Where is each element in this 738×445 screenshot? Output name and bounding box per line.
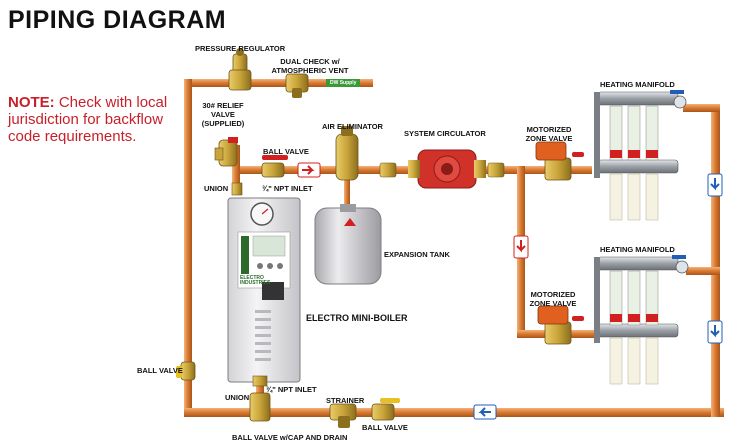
boiler-brand-line1: ELECTRO	[240, 275, 264, 281]
ball-valve-top	[261, 155, 288, 178]
label-motorized-zone-valve-1: MOTORIZED ZONE VALVE	[519, 125, 579, 143]
label-relief-line3: (SUPPLIED)	[201, 119, 245, 128]
union-bottom	[252, 375, 268, 387]
dw-supply-tag	[326, 79, 360, 87]
label-heating-manifold-1: HEATING MANIFOLD	[600, 80, 675, 89]
label-relief-line2: VALVE	[211, 110, 235, 119]
label-heating-manifold-2: HEATING MANIFOLD	[600, 245, 675, 254]
motorized-zone-valve-2	[537, 305, 572, 345]
label-system-circulator: SYSTEM CIRCULATOR	[404, 129, 486, 138]
label-mzv2-line1: MOTORIZED	[530, 290, 576, 299]
label-ball-valve-cap-drain: BALL VALVE w/CAP AND DRAIN	[232, 433, 348, 442]
label-ball-valve-left: BALL VALVE	[137, 366, 183, 375]
circulator-flange-right	[487, 162, 505, 178]
label-dual-check-line1: DUAL CHECK w/	[280, 57, 340, 66]
heating-manifold-1	[594, 90, 687, 221]
motorized-zone-valve-1	[535, 141, 572, 181]
air-eliminator	[335, 126, 359, 181]
label-union-top: UNION	[204, 184, 229, 193]
label-air-eliminator: AIR ELIMINATOR	[322, 122, 383, 131]
label-dual-check-line2: ATMOSPHERIC VENT	[271, 66, 349, 75]
label-mzv1-line2: ZONE VALVE	[525, 134, 573, 143]
heating-manifold-2	[594, 255, 689, 385]
page-title: PIPING DIAGRAM	[8, 6, 227, 34]
label-relief-line1: 30# RELIEF	[202, 101, 244, 110]
label-relief-valve: 30# RELIEF VALVE (SUPPLIED)	[197, 101, 249, 128]
ball-valve-bottom	[371, 398, 400, 421]
label-expansion-tank: EXPANSION TANK	[384, 250, 450, 259]
boiler-brand-line2: INDUSTRIES	[240, 280, 271, 286]
pressure-regulator	[228, 48, 252, 91]
backflow-note: NOTE: Check with local jurisdiction for …	[8, 94, 183, 145]
label-ball-valve-bottom: BALL VALVE	[362, 423, 408, 432]
label-npt-inlet-bottom: ¾" NPT INLET	[266, 385, 317, 394]
boiler-vents	[255, 310, 271, 361]
note-prefix: NOTE:	[8, 94, 55, 111]
strainer	[329, 403, 357, 428]
ball-valve-left	[176, 361, 196, 381]
union-top	[231, 182, 243, 196]
label-electro-mini-boiler: ELECTRO MINI-BOILER	[306, 313, 408, 323]
expansion-tank	[314, 204, 382, 285]
electro-mini-boiler	[227, 197, 301, 383]
zone1-ball-valve-handle	[572, 152, 584, 157]
pipe-manifold2-return	[686, 267, 720, 275]
pipe-expansion-feed	[344, 178, 350, 212]
circulator-flange-left	[379, 162, 397, 178]
label-strainer: STRAINER	[326, 396, 365, 405]
dual-check-valve	[285, 73, 309, 98]
label-mzv1-line1: MOTORIZED	[526, 125, 572, 134]
label-motorized-zone-valve-2: MOTORIZED ZONE VALVE	[523, 290, 583, 308]
pipe-boiler-outlet	[232, 145, 240, 193]
zone2-ball-valve-handle	[572, 316, 584, 321]
label-dw-supply: DW Supply	[330, 80, 357, 86]
pipe-left-vertical	[184, 79, 192, 415]
relief-valve	[214, 137, 238, 167]
pipe-right-vertical	[711, 104, 720, 417]
label-mzv2-line2: ZONE VALVE	[529, 299, 577, 308]
label-dual-check: DUAL CHECK w/ ATMOSPHERIC VENT	[270, 57, 350, 75]
note-body: Check with local jurisdiction for backfl…	[8, 94, 168, 145]
pipe-manifold1-return	[683, 104, 720, 112]
pipe-bottom-return	[184, 408, 724, 417]
flow-arrows	[297, 162, 723, 420]
label-pressure-regulator: PRESSURE REGULATOR	[195, 44, 286, 53]
ball-valve-cap-drain	[249, 392, 271, 422]
label-ball-valve-top: BALL VALVE	[263, 147, 309, 156]
boiler-brand: ELECTRO INDUSTRIES	[240, 276, 270, 286]
label-npt-inlet-top: ¾" NPT INLET	[262, 184, 313, 193]
label-union-bottom: UNION	[225, 393, 250, 402]
pipe-dw-supply	[187, 79, 373, 87]
system-circulator	[408, 149, 486, 189]
